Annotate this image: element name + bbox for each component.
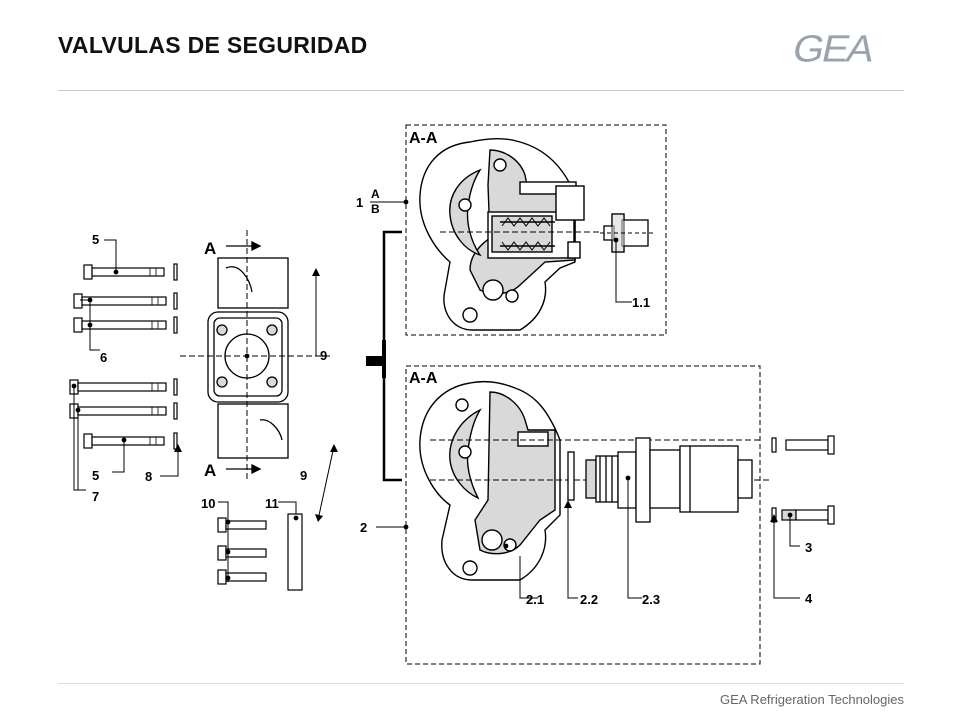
part-label-5-top: 5 <box>92 232 99 247</box>
part-label-3: 3 <box>805 540 812 555</box>
section-marker-top: A <box>204 239 216 258</box>
part-label-10: 10 <box>201 496 215 511</box>
leader-lines <box>73 201 800 599</box>
part-label-1: 1 <box>356 195 363 210</box>
bolts-left <box>69 263 178 450</box>
section-marker-bottom: A <box>204 461 216 480</box>
part-label-9-bottom: 9 <box>300 468 307 483</box>
part-label-2: 2 <box>360 520 367 535</box>
valve-insert-bottom <box>567 437 753 523</box>
header-divider <box>58 90 904 91</box>
flange-assembly <box>207 257 289 459</box>
part-label-2-2: 2.2 <box>580 592 598 607</box>
leader-dots <box>71 199 793 581</box>
part-label-2-1: 2.1 <box>526 592 544 607</box>
variant-b-label: B <box>371 202 380 216</box>
valve-body-top <box>419 137 600 331</box>
variant-a-label: A <box>371 187 380 201</box>
part-label-1-1: 1.1 <box>632 295 650 310</box>
screw-bolts-right <box>771 435 835 525</box>
footer-divider <box>58 683 904 684</box>
part-label-6: 6 <box>100 350 107 365</box>
bolt-stripes <box>149 268 159 445</box>
cap-part-1-1 <box>600 213 656 253</box>
part-label-9-top: 9 <box>320 348 327 363</box>
part-label-7: 7 <box>92 489 99 504</box>
valve-body-bottom <box>419 380 770 581</box>
part-label-11: 11 <box>265 496 279 511</box>
bracket-connector <box>366 230 402 482</box>
nozzle-parts-10-11 <box>217 513 303 591</box>
section-markers <box>226 240 262 475</box>
section-frame-top <box>405 124 667 336</box>
page-title: VALVULAS DE SEGURIDAD <box>58 32 368 58</box>
part-label-5-bottom: 5 <box>92 468 99 483</box>
section-frame-bottom <box>405 365 761 665</box>
part-label-4: 4 <box>805 591 813 606</box>
part-label-2-3: 2.3 <box>642 592 660 607</box>
flange-centerlines <box>180 230 320 480</box>
section-label-bottom: A-A <box>409 370 438 387</box>
section-label-top: A-A <box>409 130 438 147</box>
part-label-8: 8 <box>145 469 152 484</box>
footer-company: GEA Refrigeration Technologies <box>719 692 904 707</box>
